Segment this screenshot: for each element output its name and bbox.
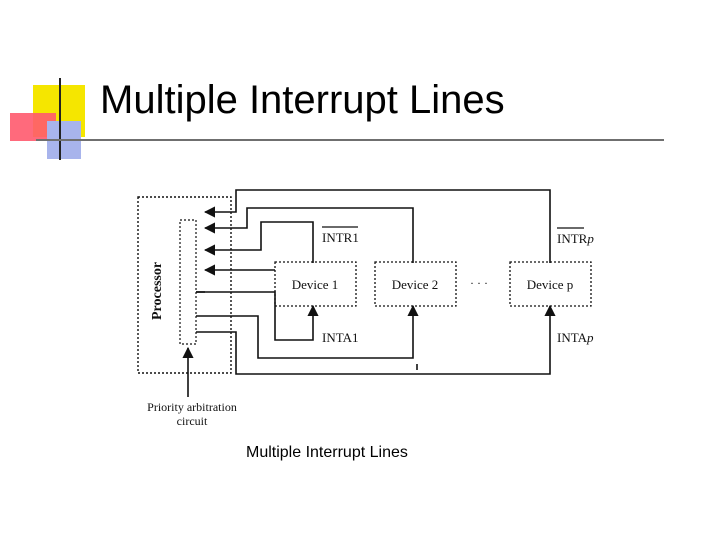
arbitration-bar	[179, 219, 197, 345]
device-p-box	[509, 261, 592, 307]
inta1-line	[196, 291, 319, 341]
intr1-label: INTR1	[322, 230, 359, 245]
page-title: Multiple Interrupt Lines	[100, 78, 505, 122]
intrp-label: INTRp	[557, 231, 594, 246]
intrp-line	[203, 189, 551, 263]
inta2-line	[196, 304, 419, 359]
device-p-label: Device p	[527, 277, 574, 292]
intap-line	[196, 304, 556, 375]
processor-label: Processor	[150, 262, 165, 320]
device-2-label: Device 2	[392, 277, 439, 292]
device-1-box	[274, 261, 357, 307]
device-1-label: Device 1	[292, 277, 339, 292]
decor-vertical-line	[59, 78, 61, 160]
intap-label: INTAp	[557, 330, 594, 345]
inta1-label: INTA1	[322, 330, 359, 345]
processor-box	[137, 196, 232, 374]
priority-label-line2: circuit	[177, 414, 208, 428]
priority-label-line1: Priority arbitration	[147, 400, 237, 414]
intr1-line	[203, 221, 314, 263]
intr2-line	[203, 207, 414, 263]
ellipsis: · · ·	[470, 276, 488, 290]
device-2-box	[374, 261, 457, 307]
title-rule	[36, 139, 664, 141]
figure-caption: Multiple Interrupt Lines	[246, 444, 408, 461]
